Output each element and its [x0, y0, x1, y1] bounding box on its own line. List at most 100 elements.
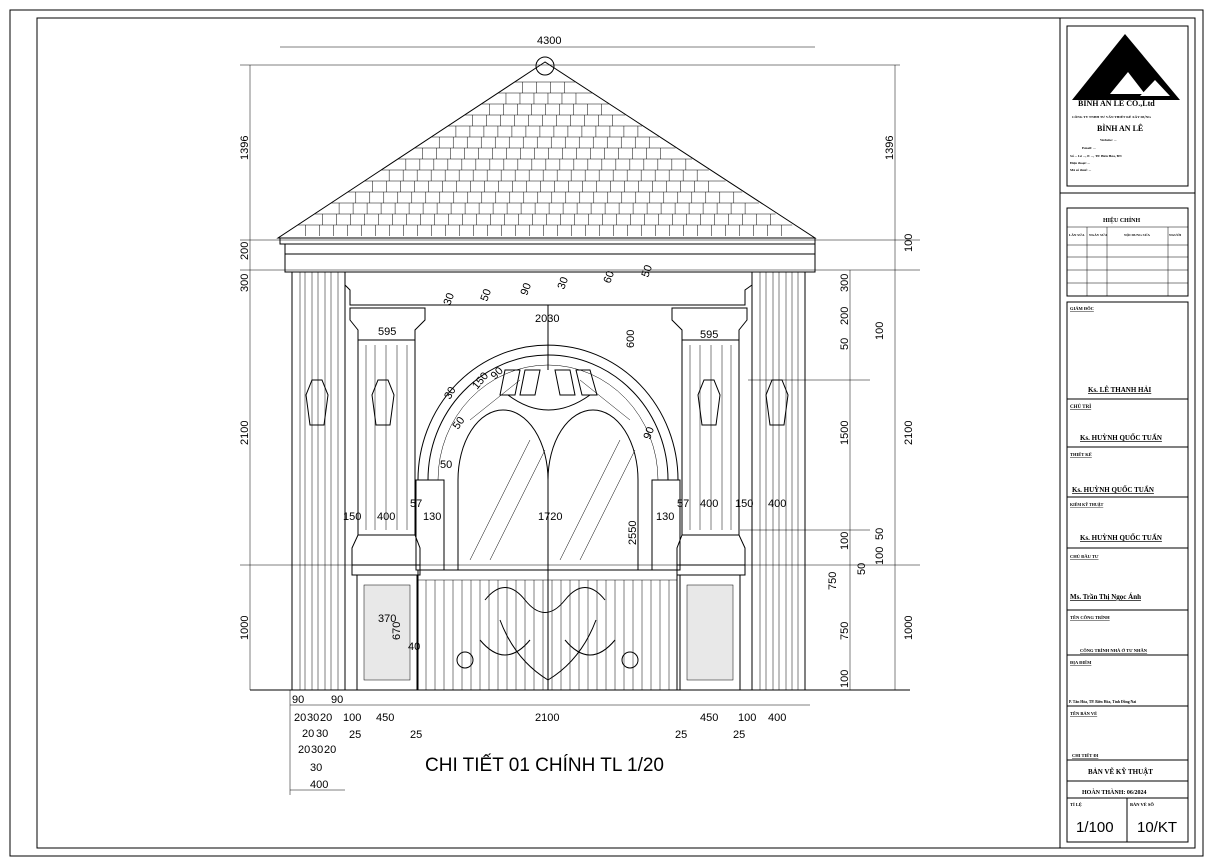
glass-hatch: [469, 379, 636, 561]
dim-label: 100: [839, 670, 851, 688]
dim-label: 50: [451, 415, 468, 432]
sheet-number: 10/KT: [1137, 819, 1177, 836]
dim-label: 1396: [239, 136, 251, 160]
dim-label: 30: [556, 275, 571, 291]
completion-date: HOÀN THÀNH: 06/2024: [1082, 788, 1147, 796]
section-label: TÊN BẢN VẼ: [1070, 711, 1097, 716]
dim-label: 1000: [903, 616, 915, 640]
dim-label: 25: [675, 729, 687, 741]
dim-label: 2550: [627, 521, 639, 545]
dim-label: 300: [839, 274, 851, 292]
dim-label: 2030: [535, 313, 559, 325]
dim-label: 2100: [535, 712, 559, 724]
dim-label: 20: [298, 744, 310, 756]
dim-label: 200: [239, 242, 251, 260]
investor-name: Ms. Trần Thị Ngọc Ánh: [1070, 593, 1141, 601]
company-info: Điện thoại: ...: [1070, 161, 1090, 165]
dim-label: 100: [903, 234, 915, 252]
door-leaf-right: [547, 409, 639, 570]
dim-label: 60: [602, 269, 617, 285]
roof-finial: [535, 56, 555, 76]
dim-label: 200: [839, 307, 851, 325]
dim-label: 300: [239, 274, 251, 292]
section-label: KIỂM KỸ THUẬT: [1070, 502, 1104, 507]
drawing-name: CHI TIẾT ĐI: [1072, 753, 1099, 758]
revision-table: [1066, 207, 1189, 297]
dim-label: 90: [642, 425, 657, 441]
scale-label: TỈ LỆ: [1070, 802, 1082, 807]
revision-title: HIỆU CHỈNH: [1103, 216, 1141, 224]
company-subtitle: CÔNG TY TNHH TƯ VẤN THIẾT KẾ XÂY DỰNG: [1072, 114, 1151, 119]
dim-label: 30: [316, 728, 328, 740]
section-label: THIẾT KẾ: [1070, 452, 1092, 457]
company-logo: BINH AN LE CO.,Ltd: [1072, 34, 1180, 108]
dim-label: 595: [378, 326, 396, 338]
chandelier-icon: [499, 305, 598, 411]
dim-label: 50: [440, 459, 452, 471]
company-info: Website: ...: [1100, 138, 1117, 142]
dim-label: 670: [391, 622, 403, 640]
dim-label: 4300: [537, 35, 561, 47]
dim-label: 370: [378, 613, 396, 625]
scale-value: 1/100: [1076, 819, 1114, 836]
section-label: CHỦ TRÌ: [1070, 404, 1091, 410]
door-pilaster-right: [651, 479, 681, 571]
dim-label: 90: [331, 694, 343, 706]
section-label: GIÁM ĐỐC: [1070, 306, 1094, 311]
revision-header: NGÀY SỬA: [1089, 232, 1108, 237]
dim-label: 130: [423, 511, 441, 523]
dim-label: 750: [827, 572, 839, 590]
dim-label: 1000: [239, 616, 251, 640]
outer-column-right: [751, 271, 806, 691]
dim-label: 1500: [839, 421, 851, 445]
designer-name: Ks. HUỲNH QUỐC TUẤN: [1072, 486, 1154, 494]
dim-label: 40: [408, 641, 420, 653]
dim-label: 90: [292, 694, 304, 706]
section-label: TÊN CÔNG TRÌNH: [1070, 615, 1110, 620]
dim-label: 50: [874, 528, 886, 540]
company-info: Email: ...: [1082, 146, 1096, 150]
revision-header: NỘI DUNG SỬA: [1124, 232, 1150, 237]
lintel: [344, 271, 753, 306]
inner-column-left: [349, 307, 426, 691]
dim-label: 50: [640, 263, 655, 279]
dim-label: 30: [310, 762, 322, 774]
dim-label: 2100: [903, 421, 915, 445]
iron-gate: [417, 569, 678, 691]
dim-label: 1396: [884, 136, 896, 160]
dim-label: 50: [856, 563, 868, 575]
dim-label: 100: [738, 712, 756, 724]
beam: [284, 253, 816, 273]
door-leaf-left: [457, 409, 549, 570]
dim-label: 30: [442, 291, 457, 307]
checker-name: Ks. HUỲNH QUỐC TUẤN: [1080, 534, 1162, 542]
dim-label: 30: [307, 712, 319, 724]
dim-label: 150: [735, 498, 753, 510]
dim-label: 100: [839, 532, 851, 550]
dim-label: 450: [700, 712, 718, 724]
dim-label: 130: [656, 511, 674, 523]
director-name: Ks. LÊ THANH HẢI: [1088, 386, 1152, 394]
company-info: Mã số thuế: ...: [1070, 168, 1091, 172]
roof: [276, 61, 817, 239]
revision-header: LẦN SỬA: [1069, 232, 1085, 237]
dim-label: 50: [839, 338, 851, 350]
dim-label: 400: [768, 498, 786, 510]
dim-label: 20: [324, 744, 336, 756]
dim-label: 100: [874, 322, 886, 340]
dim-label: 57: [410, 498, 422, 510]
lead-name: Ks. HUỲNH QUỐC TUẤN: [1080, 434, 1162, 442]
dimension-labels: 4300 1396 200 300 2100 1000 1396 100 300…: [239, 35, 915, 791]
dim-label: 400: [377, 511, 395, 523]
dim-label: 150: [343, 511, 361, 523]
dim-label: 750: [839, 622, 851, 640]
company-logo-text: BINH AN LE CO.,Ltd: [1078, 99, 1155, 108]
gate-elevation: [250, 56, 910, 691]
dim-label: 450: [376, 712, 394, 724]
dim-label: 20: [294, 712, 306, 724]
dim-label: 100: [343, 712, 361, 724]
drawing-title: CHI TIẾT 01 CHÍNH TL 1/20: [425, 754, 664, 776]
inner-column-right: [671, 307, 748, 691]
drawing-frame: [36, 17, 1196, 849]
